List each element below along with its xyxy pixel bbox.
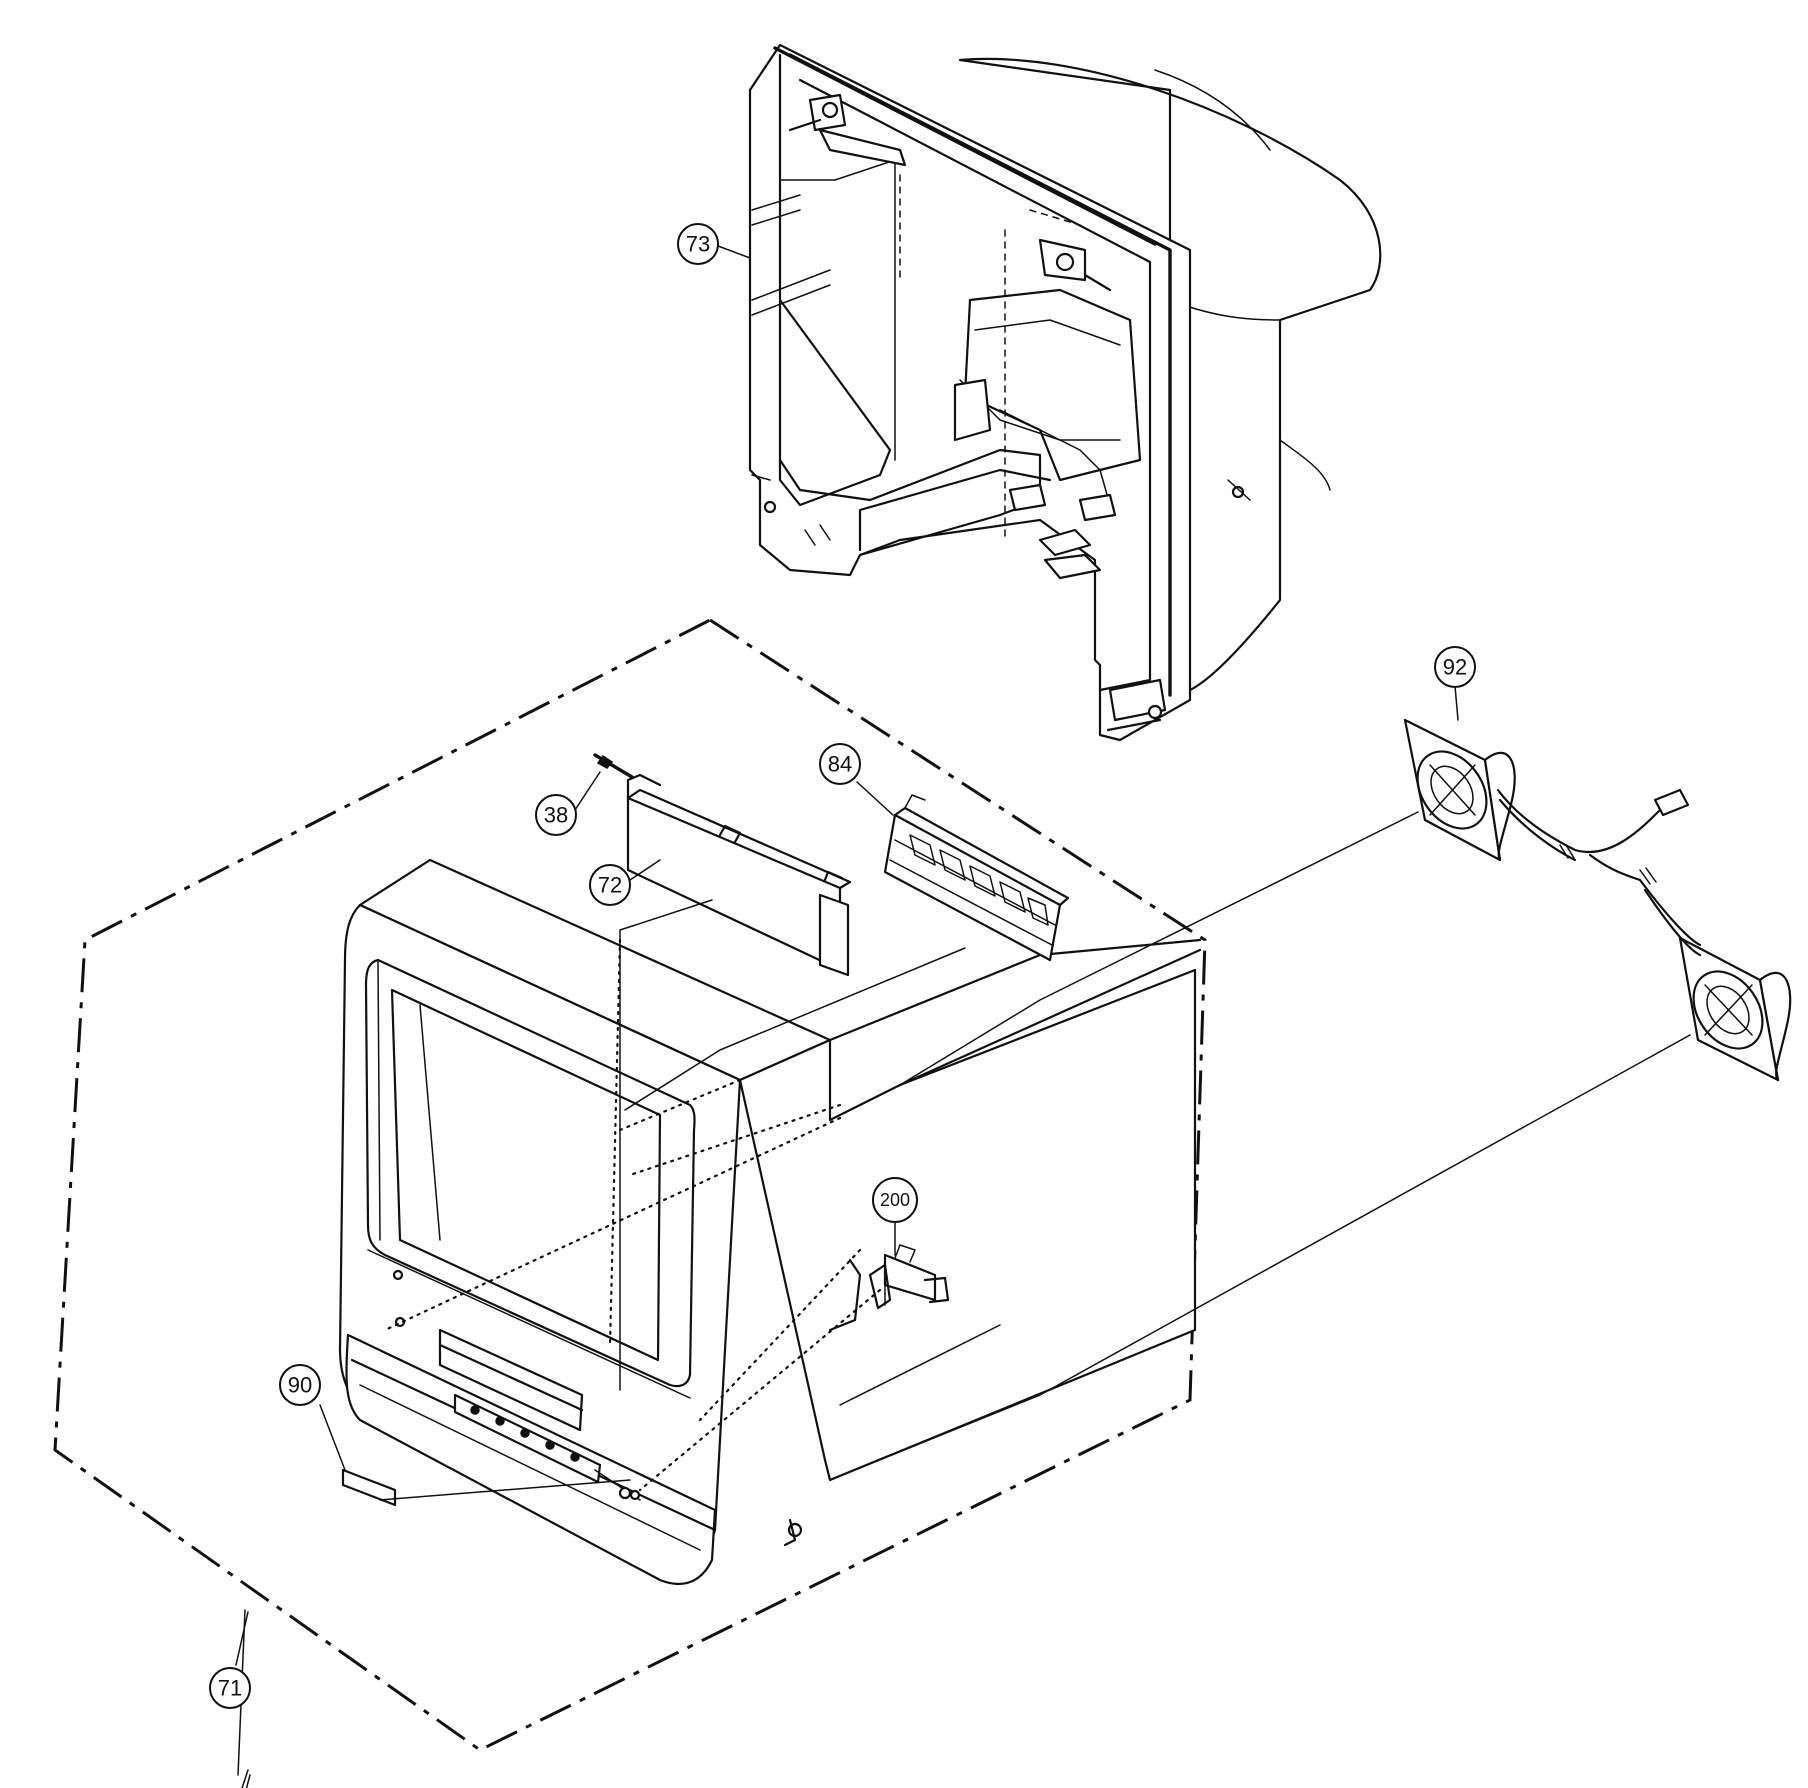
svg-text:73: 73 — [686, 232, 710, 257]
screw-38 — [593, 753, 634, 779]
front-cabinet — [338, 858, 1202, 1586]
top-control-panel — [626, 773, 852, 977]
callout-92: 92 — [1434, 646, 1476, 688]
badge-90 — [341, 1468, 397, 1507]
button-strip — [883, 794, 1070, 962]
explode-lines — [379, 811, 1691, 1501]
svg-text:92: 92 — [1443, 655, 1467, 680]
svg-text:38: 38 — [544, 803, 568, 828]
svg-text:200: 200 — [880, 1190, 910, 1210]
svg-text:84: 84 — [828, 752, 852, 777]
callout-84: 84 — [819, 743, 861, 785]
front-cabinet-group-boundary — [53, 618, 1207, 1752]
svg-text:90: 90 — [288, 1373, 312, 1398]
callout-72: 72 — [589, 864, 631, 906]
callout-90: 90 — [279, 1364, 321, 1406]
back-cabinet — [748, 43, 1382, 742]
callout-73: 73 — [677, 223, 719, 265]
callout-38: 38 — [535, 794, 577, 836]
svg-text:71: 71 — [218, 1676, 242, 1701]
callout-200: 200 — [872, 1177, 918, 1223]
speaker-wires — [1496, 788, 1702, 957]
svg-text:72: 72 — [598, 873, 622, 898]
speaker-lower — [1678, 936, 1792, 1082]
speaker-upper — [1403, 718, 1516, 862]
connector-200 — [868, 1244, 950, 1310]
callout-71: 71 — [209, 1611, 251, 1709]
